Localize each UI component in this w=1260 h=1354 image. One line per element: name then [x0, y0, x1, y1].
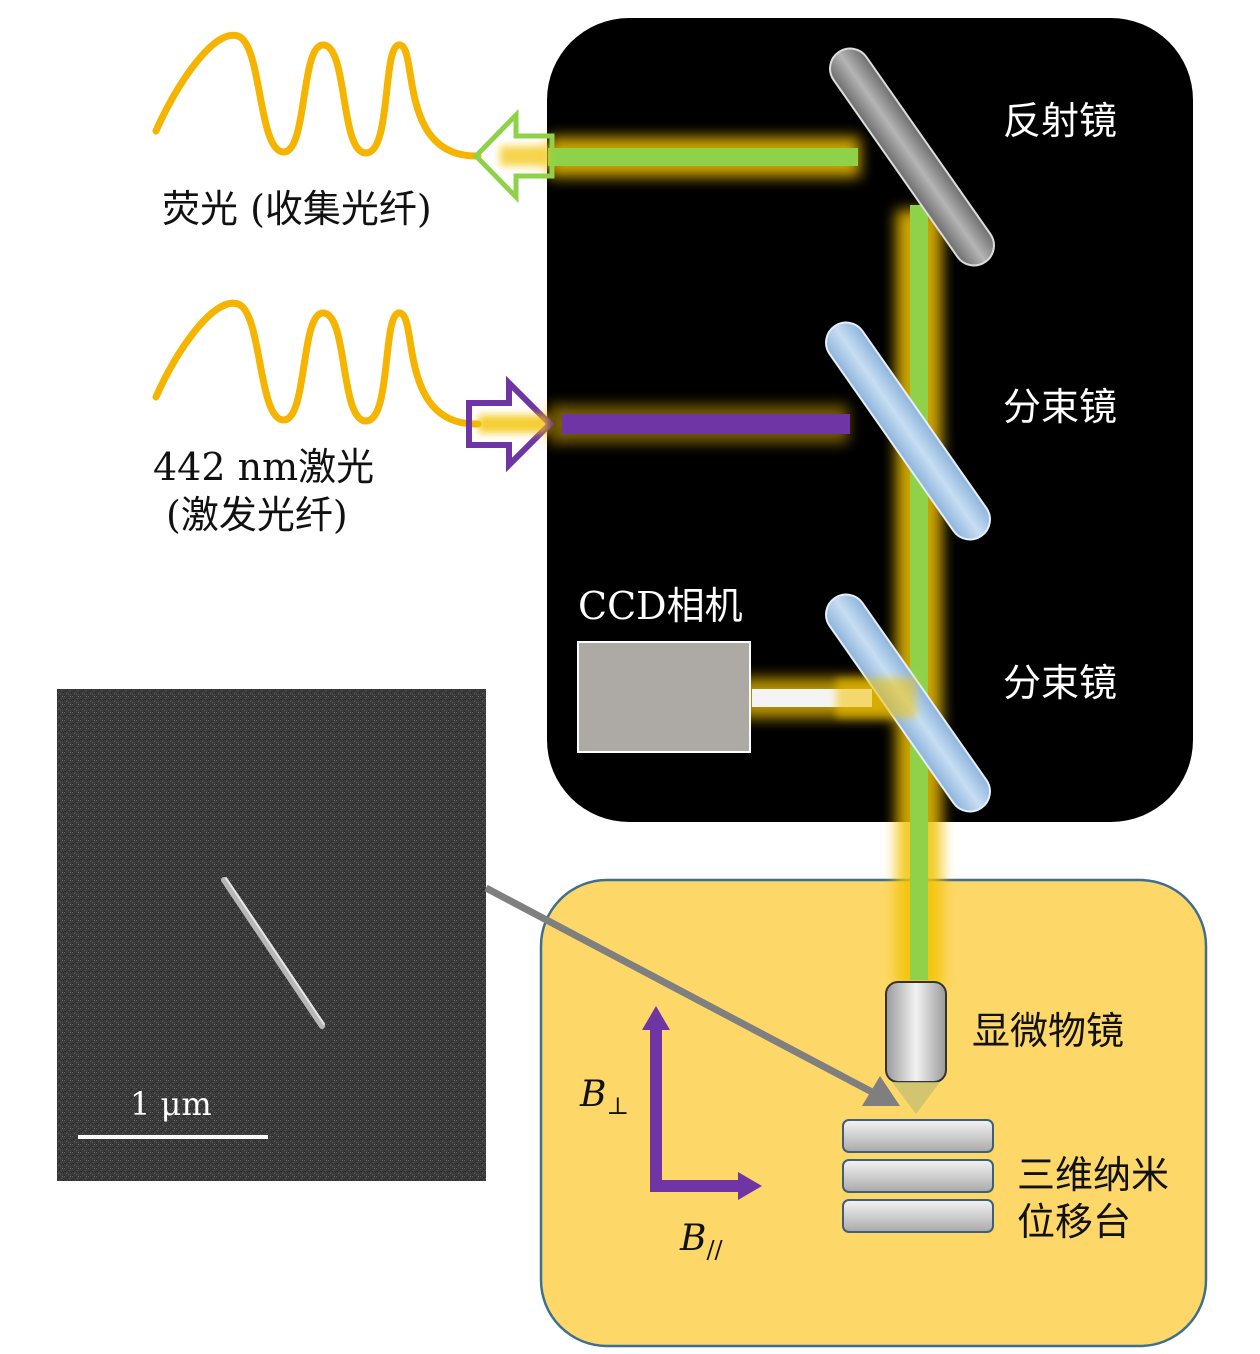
sem-nanowire — [221, 877, 325, 1029]
sem-nanowire-edge — [225, 877, 325, 1025]
splitter-1-label: 分束镜 — [1003, 385, 1117, 429]
stage-panel — [539, 878, 1208, 1348]
ccd-camera — [577, 641, 751, 753]
pointer-arrow-head — [862, 1076, 900, 1106]
fluorescence-arrow-glow — [500, 146, 548, 166]
mirror-label: 反射镜 — [1003, 99, 1117, 143]
stage-plate-top — [842, 1119, 994, 1153]
beam-splitter-1 — [825, 321, 991, 541]
mirror — [829, 47, 995, 267]
stage-plate-middle — [842, 1159, 994, 1193]
objective-focus-cone — [892, 1082, 940, 1114]
stage-label-line2: 位移台 — [1017, 1200, 1131, 1244]
fluorescence-output-arrow — [472, 108, 555, 204]
stage-plate-bottom — [842, 1199, 994, 1233]
microscope-objective — [885, 981, 947, 1083]
green-beam-vertical — [910, 205, 928, 980]
b-par-axis — [650, 1180, 742, 1192]
pointer-arrow-shaft — [484, 884, 874, 1096]
sem-image — [57, 689, 486, 1181]
green-beam-horizontal — [548, 148, 858, 166]
splitter-2-glow — [836, 678, 916, 718]
ccd-label: CCD相机 — [578, 584, 743, 628]
scale-bar — [78, 1135, 268, 1139]
excitation-input-arrow — [466, 375, 555, 473]
b-perp-axis — [650, 1028, 662, 1192]
excitation-arrow-glow — [478, 415, 548, 433]
stage-label-line1: 三维纳米 — [1017, 1153, 1169, 1197]
b-par-arrowhead — [738, 1172, 762, 1200]
scale-bar-label: 1 μm — [130, 1085, 212, 1123]
excitation-fiber — [152, 299, 482, 428]
violet-beam — [562, 414, 850, 434]
objective-label: 显微物镜 — [972, 1009, 1124, 1053]
b-par-label: B// — [679, 1218, 724, 1264]
b-perp-arrowhead — [642, 1006, 670, 1030]
fluorescence-fiber — [152, 31, 482, 160]
fluorescence-label: 荧光 (收集光纤) — [162, 187, 432, 231]
laser-label: 442 nm激光 — [153, 445, 374, 489]
splitter-2-label: 分束镜 — [1003, 661, 1117, 705]
optics-enclosure — [547, 18, 1193, 822]
b-perp-label: B⊥ — [579, 1074, 629, 1120]
laser-fiber-label: (激发光纤) — [166, 493, 348, 537]
